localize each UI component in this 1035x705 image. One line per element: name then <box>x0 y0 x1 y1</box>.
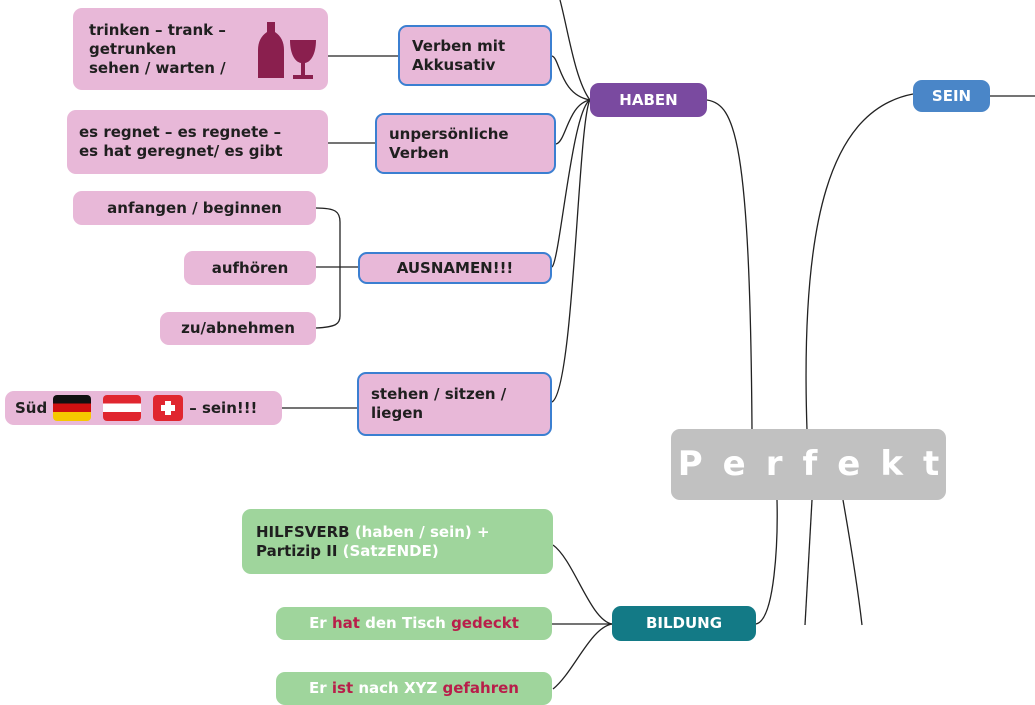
line-haben-unpersoenlich <box>555 99 591 145</box>
akkusativ-example-text: trinken – trank – getrunken sehen / wart… <box>89 21 226 78</box>
akkusativ-example-line3: sehen / warten / <box>89 58 226 77</box>
line-bildung-rule <box>552 544 613 625</box>
line-ausnahmen-bracket <box>315 207 341 329</box>
sein-suffix: – sein!!! <box>189 398 258 417</box>
ex2-partizip: gefahren <box>442 679 519 697</box>
line-center-bildung <box>755 499 778 625</box>
wine-bottle-glass-icon <box>258 22 316 79</box>
akkusativ-example-line1: trinken – trank – <box>89 20 226 39</box>
ex2-verb: ist <box>331 679 354 697</box>
unpersoenlich-example-line1: es regnet – es regnete – <box>79 123 282 141</box>
ex1-partizip: gedeckt <box>451 614 519 632</box>
ex2-middle: nach XYZ <box>353 679 443 697</box>
unpersoenlich-label-line1: unpersönliche <box>389 124 509 143</box>
rule-line2: Partizip II (SatzENDE) <box>256 542 439 561</box>
sein-node[interactable]: SEIN <box>913 80 990 112</box>
unpersoenliche-verben-node[interactable]: unpersönliche Verben <box>375 113 556 174</box>
akkusativ-label-line1: Verben mit <box>412 36 506 55</box>
stehen-label-line1: stehen / sitzen / <box>371 385 507 403</box>
ex1-verb: hat <box>331 614 360 632</box>
unpersoenlich-example-line2: es hat geregnet/ es gibt <box>79 142 283 160</box>
rule-haben-sein: (haben / sein) + <box>349 522 490 541</box>
stehen-label-line2: liegen <box>371 404 424 422</box>
ausnahmen-node[interactable]: AUSNAMEN!!! <box>358 252 552 284</box>
ausnahme-item-zuabnehmen[interactable]: zu/abnehmen <box>160 312 316 345</box>
line-haben-ausnahmen <box>551 99 591 268</box>
rule-satzende: (SatzENDE) <box>337 541 439 560</box>
line-sein-center <box>805 93 914 431</box>
unpersoenlich-label-line2: Verben <box>389 143 449 162</box>
sued-prefix: Süd <box>15 398 48 417</box>
ex1-er: Er <box>309 614 332 632</box>
line-center-down-2 <box>842 499 863 626</box>
line-haben-top <box>559 0 591 101</box>
ausnahme-item-aufhoeren[interactable]: aufhören <box>184 251 316 285</box>
line-haben-akkusativ <box>551 55 591 101</box>
bildung-example-hat[interactable]: Er hat den Tisch gedeckt <box>276 607 552 640</box>
bildung-example-ist[interactable]: Er ist nach XYZ gefahren <box>276 672 552 705</box>
akkusativ-label-line2: Akkusativ <box>412 55 496 74</box>
austria-flag-icon <box>103 395 142 421</box>
ex1-middle: den Tisch <box>359 614 452 632</box>
akkusativ-example-node[interactable]: trinken – trank – getrunken sehen / wart… <box>73 8 328 90</box>
haben-node[interactable]: HABEN <box>590 83 707 117</box>
sued-sein-example-node[interactable]: Süd – sein!!! <box>5 391 282 425</box>
unpersoenlich-example-node[interactable]: es regnet – es regnete – es hat geregnet… <box>67 110 328 174</box>
bildung-rule-node[interactable]: HILFSVERB (haben / sein) + Partizip II (… <box>242 509 553 574</box>
akkusativ-example-line2: getrunken <box>89 39 177 58</box>
ausnahme-item-anfangen[interactable]: anfangen / beginnen <box>73 191 316 225</box>
germany-flag-icon <box>53 395 92 421</box>
rule-line1: HILFSVERB (haben / sein) + <box>256 523 490 542</box>
center-perfekt-node[interactable]: Perfekt <box>671 429 946 500</box>
bildung-node[interactable]: BILDUNG <box>612 606 756 641</box>
verben-mit-akkusativ-node[interactable]: Verben mit Akkusativ <box>398 25 552 86</box>
rule-hilfsverb: HILFSVERB <box>256 522 350 541</box>
ex2-er: Er <box>309 679 332 697</box>
line-haben-center <box>706 99 753 431</box>
switzerland-flag-icon <box>153 395 184 421</box>
rule-partizip: Partizip II <box>256 541 338 560</box>
line-haben-stehen <box>551 99 591 403</box>
stehen-sitzen-liegen-node[interactable]: stehen / sitzen / liegen <box>357 372 552 436</box>
line-center-down-1 <box>804 499 813 626</box>
line-bildung-ex2 <box>552 623 613 690</box>
